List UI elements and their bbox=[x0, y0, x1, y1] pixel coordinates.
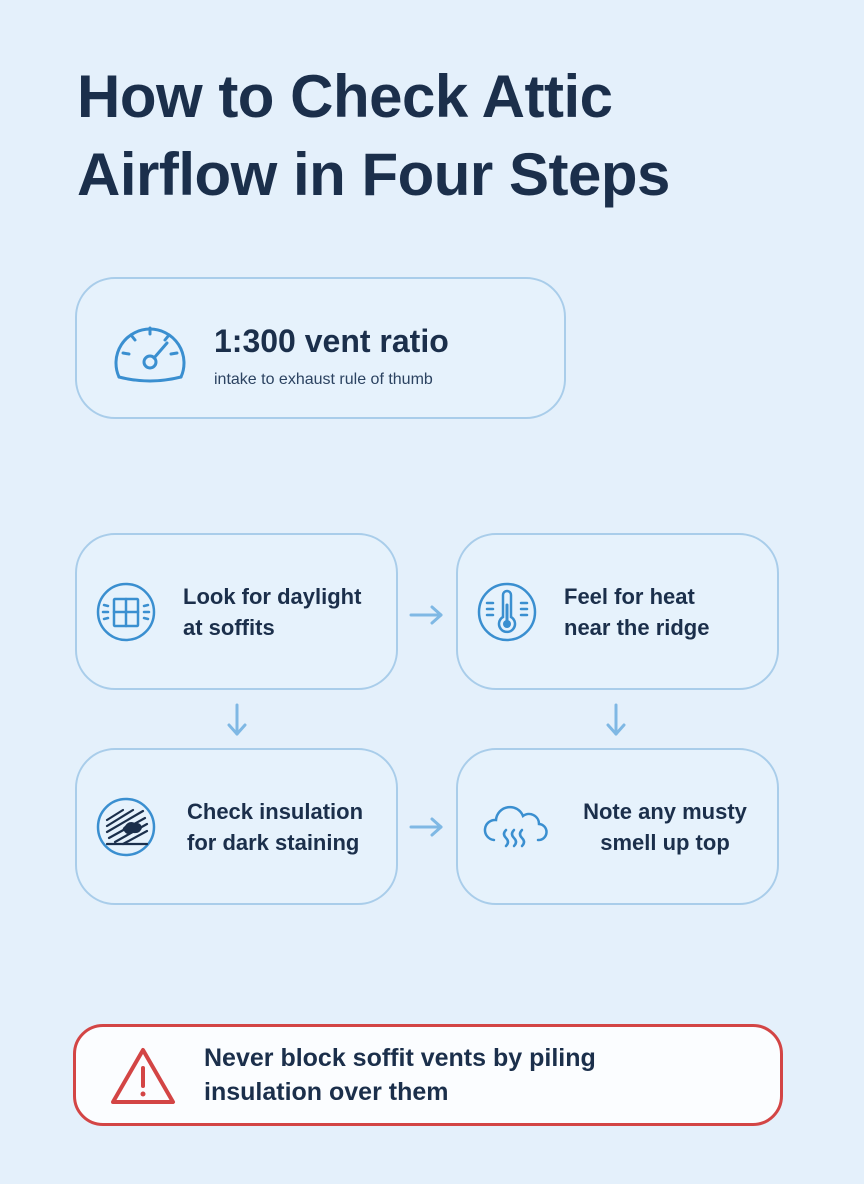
step-daylight-label: Look for daylight at soffits bbox=[183, 535, 388, 688]
gauge-icon bbox=[114, 326, 186, 383]
step-heat-label: Feel for heat near the ridge bbox=[564, 535, 769, 688]
arrow-right-icon bbox=[409, 605, 443, 625]
step-insulation-card: Check insulation for dark staining bbox=[75, 748, 398, 905]
arrow-down-icon bbox=[606, 703, 626, 736]
title-line-1: How to Check Attic bbox=[77, 63, 613, 130]
arrow-down-icon bbox=[227, 703, 247, 736]
step-heat-line-1: Feel for heat bbox=[564, 583, 695, 609]
cloud-odor-icon bbox=[483, 805, 548, 848]
step-daylight-line-1: Look for daylight bbox=[183, 583, 362, 609]
warning-line-2: insulation over them bbox=[204, 1078, 449, 1106]
insulation-stain-icon bbox=[96, 797, 156, 857]
step-daylight-card: Look for daylight at soffits bbox=[75, 533, 398, 690]
warning-text: Never block soffit vents by piling insul… bbox=[204, 1041, 764, 1109]
step-insulation-line-1: Check insulation bbox=[187, 798, 364, 824]
step-musty-smell-line-1: Note any musty bbox=[583, 798, 747, 824]
warning-callout: Never block soffit vents by piling insul… bbox=[73, 1024, 783, 1126]
vent-ratio-value: 1:300 vent ratio bbox=[214, 323, 449, 359]
step-insulation-label: Check insulation for dark staining bbox=[187, 750, 392, 903]
thermometer-icon bbox=[477, 582, 537, 642]
warning-line-1: Never block soffit vents by piling bbox=[204, 1044, 596, 1072]
vent-ratio-card: 1:300 vent ratio intake to exhaust rule … bbox=[75, 277, 566, 419]
step-musty-smell-card: Note any musty smell up top bbox=[456, 748, 779, 905]
title-line-2: Airflow in Four Steps bbox=[77, 141, 670, 208]
window-light-icon bbox=[96, 582, 156, 642]
step-heat-line-2: near the ridge bbox=[564, 614, 710, 640]
page-title: How to Check Attic Airflow in Four Steps bbox=[77, 58, 817, 214]
step-daylight-line-2: at soffits bbox=[183, 614, 275, 640]
step-musty-smell-line-2: smell up top bbox=[600, 829, 730, 855]
step-heat-card: Feel for heat near the ridge bbox=[456, 533, 779, 690]
step-insulation-line-2: for dark staining bbox=[187, 829, 360, 855]
arrow-right-icon bbox=[409, 817, 443, 837]
vent-ratio-caption: intake to exhaust rule of thumb bbox=[214, 371, 433, 388]
warning-triangle-icon bbox=[111, 1048, 175, 1104]
step-musty-smell-label: Note any musty smell up top bbox=[574, 750, 756, 903]
